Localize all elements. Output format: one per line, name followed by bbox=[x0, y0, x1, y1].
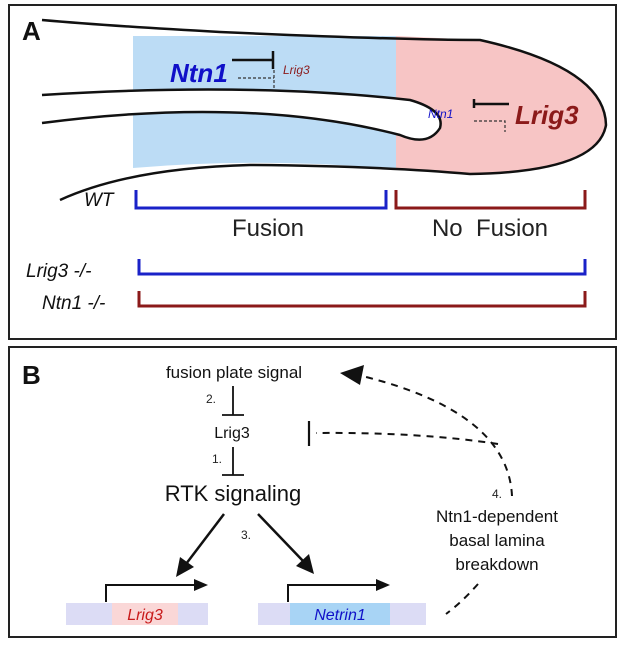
step-2-inhibition bbox=[222, 386, 244, 416]
arrow-to-netrin1-head bbox=[296, 554, 314, 574]
fusion-label: Fusion bbox=[232, 215, 304, 242]
arrow-to-lrig3-shaft bbox=[185, 513, 225, 565]
breakdown-line-2: basal lamina bbox=[449, 531, 545, 550]
lrig3-gene-label: Lrig3 bbox=[127, 607, 163, 624]
step-2-label: 2. bbox=[206, 392, 216, 406]
netrin1-to-breakdown-link bbox=[445, 583, 479, 615]
wt-label: WT bbox=[84, 190, 115, 211]
lrig3-ko-label: Lrig3 -/- bbox=[26, 261, 91, 282]
netrin1-promoter-arrow bbox=[287, 584, 380, 602]
panel-b-label: B bbox=[22, 360, 41, 390]
fusion-bracket bbox=[134, 190, 388, 210]
ntn1-inhibits-lrig3-symbol bbox=[232, 51, 275, 69]
rtk-signaling-node: RTK signaling bbox=[165, 481, 302, 506]
lrig3-small-label: Lrig3 bbox=[283, 63, 310, 77]
step-1-inhibition bbox=[222, 447, 244, 476]
lrig3-promoter-arrow bbox=[105, 584, 198, 602]
ntn1-small-label: Ntn1 bbox=[428, 107, 453, 121]
feedback-to-lrig3 bbox=[315, 431, 499, 445]
ntn1-large-label: Ntn1 bbox=[170, 58, 228, 88]
ntn1-inhibits-lrig3-symbol-2 bbox=[472, 99, 509, 108]
breakdown-line-1: Ntn1-dependent bbox=[436, 507, 558, 526]
lrig3-promoter-arrowhead bbox=[194, 579, 208, 591]
palatal-cleft bbox=[42, 89, 441, 140]
panel-a-label: A bbox=[22, 16, 41, 46]
lrig3-gene-highlight bbox=[112, 603, 178, 625]
lrig3-feedback-dotted bbox=[238, 70, 275, 90]
breakdown-line-3: breakdown bbox=[455, 555, 538, 574]
step-3-label: 3. bbox=[241, 528, 251, 542]
netrin1-gene-highlight bbox=[290, 603, 390, 625]
no-fusion-bracket bbox=[394, 190, 587, 210]
netrin1-gene-label: Netrin1 bbox=[314, 607, 366, 624]
outer-outline bbox=[41, 18, 608, 202]
ntn1-ko-label: Ntn1 -/- bbox=[42, 293, 105, 314]
feedback-arrowhead bbox=[340, 365, 364, 385]
arrow-to-lrig3-head bbox=[176, 557, 194, 577]
step-4-label: 4. bbox=[492, 487, 502, 501]
netrin1-promoter-arrowhead bbox=[376, 579, 390, 591]
panel-b-frame bbox=[8, 346, 617, 638]
lrig3-feedback-dotted-2 bbox=[474, 120, 506, 132]
step-1-label: 1. bbox=[212, 452, 222, 466]
fusion-plate-signal-label: fusion plate signal bbox=[166, 363, 302, 382]
lrig3-ko-bracket bbox=[137, 259, 587, 276]
ntn1-ko-bracket bbox=[137, 291, 587, 308]
lrig3-large-label: Lrig3 bbox=[515, 100, 579, 130]
lrig3-node: Lrig3 bbox=[214, 425, 250, 442]
arrow-to-netrin1-shaft bbox=[257, 513, 305, 563]
inner-outline bbox=[41, 88, 442, 141]
no-fusion-label: No Fusion bbox=[432, 215, 548, 242]
feedback-to-fusion-signal bbox=[361, 375, 513, 497]
